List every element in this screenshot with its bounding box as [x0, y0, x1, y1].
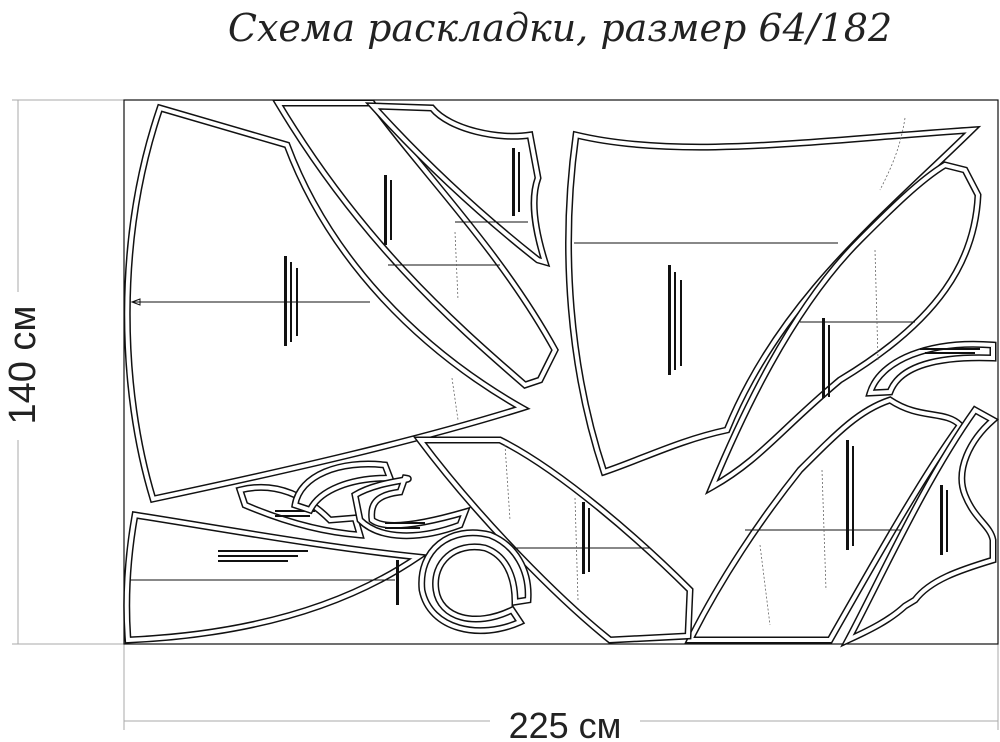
- pattern-piece-bottom-right: [684, 396, 965, 644]
- pattern-piece-collar-right: [865, 340, 997, 397]
- pattern-piece-diagonal-top: [271, 99, 559, 389]
- height-dimension-label: 140 см: [2, 305, 44, 424]
- pattern-piece-bottom-center: [412, 436, 694, 644]
- pattern-piece-facing-3: [351, 474, 471, 540]
- pattern-piece-center-large: [565, 117, 982, 477]
- pattern-piece-round-collar: [418, 529, 532, 635]
- pattern-piece-right-diagonal: [704, 161, 982, 496]
- pattern-piece-far-right: [840, 405, 1000, 648]
- pattern-piece-facing-2: [291, 460, 396, 515]
- pattern-piece-top-small: [364, 102, 551, 268]
- pattern-piece-bottom-left: [123, 511, 428, 644]
- layout-title: Схема раскладки, размер 64/182: [227, 6, 893, 50]
- pattern-piece-left-panel: [123, 103, 531, 504]
- width-dimension-label: 225 см: [509, 705, 622, 742]
- dimension-lines: [12, 99, 999, 730]
- pattern-piece-facing-1: [235, 483, 365, 539]
